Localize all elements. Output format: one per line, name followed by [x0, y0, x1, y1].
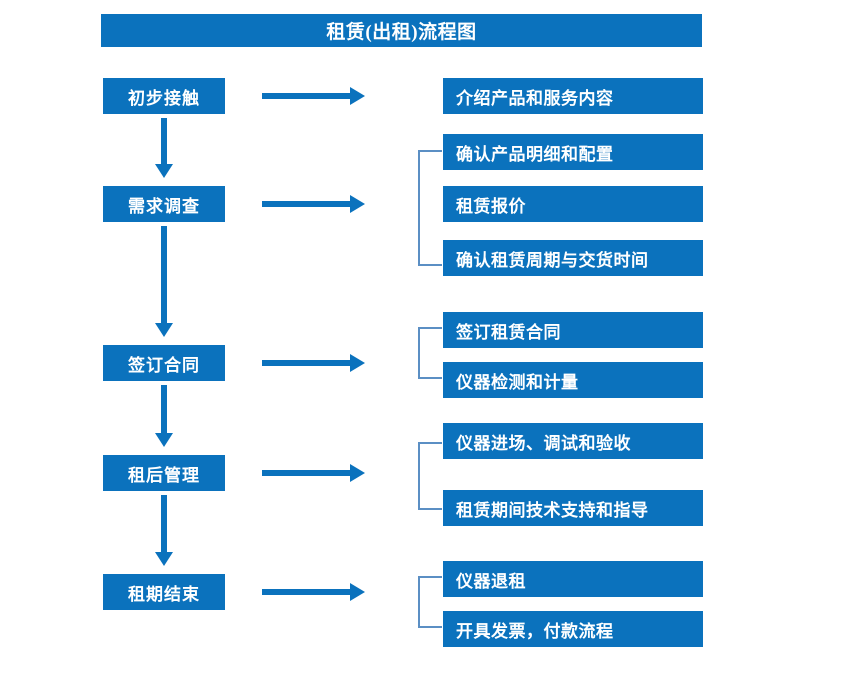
detail-label: 仪器退租 [456, 571, 526, 591]
detail-box-4[interactable]: 确认租赁周期与交货时间 [443, 240, 703, 276]
bracket-group-end [418, 576, 442, 628]
bracket-group-needs [418, 150, 442, 266]
detail-box-10[interactable]: 开具发票，付款流程 [443, 611, 703, 647]
detail-label: 签订租赁合同 [456, 322, 561, 342]
right-arrow-stage-1 [262, 85, 367, 107]
detail-label: 开具发票，付款流程 [456, 621, 614, 641]
down-arrow-4-to-5 [153, 495, 175, 568]
detail-box-7[interactable]: 仪器进场、调试和验收 [443, 423, 703, 459]
stage-box-4[interactable]: 租后管理 [103, 455, 225, 491]
bracket-group-contract [418, 327, 442, 379]
detail-box-2[interactable]: 确认产品明细和配置 [443, 134, 703, 170]
stage-box-5[interactable]: 租期结束 [103, 574, 225, 610]
stage-box-2[interactable]: 需求调查 [103, 186, 225, 222]
stage-label: 租期结束 [128, 584, 200, 604]
bracket-group-management [418, 442, 442, 510]
detail-box-1[interactable]: 介绍产品和服务内容 [443, 78, 703, 114]
detail-label: 介绍产品和服务内容 [456, 88, 614, 108]
down-arrow-2-to-3 [153, 226, 175, 339]
right-arrow-stage-3 [262, 352, 367, 374]
detail-label: 租赁报价 [456, 196, 526, 216]
down-arrow-1-to-2 [153, 118, 175, 180]
detail-box-9[interactable]: 仪器退租 [443, 561, 703, 597]
detail-label: 仪器检测和计量 [456, 372, 579, 392]
stage-box-3[interactable]: 签订合同 [103, 345, 225, 381]
page-title: 租赁(出租)流程图 [101, 14, 702, 47]
right-arrow-stage-4 [262, 462, 367, 484]
detail-label: 租赁期间技术支持和指导 [456, 500, 649, 520]
detail-label: 仪器进场、调试和验收 [456, 433, 631, 453]
detail-box-3[interactable]: 租赁报价 [443, 186, 703, 222]
stage-label: 签订合同 [128, 355, 200, 375]
right-arrow-stage-5 [262, 581, 367, 603]
detail-box-5[interactable]: 签订租赁合同 [443, 312, 703, 348]
detail-label: 确认产品明细和配置 [456, 144, 614, 164]
right-arrow-stage-2 [262, 193, 367, 215]
detail-label: 确认租赁周期与交货时间 [456, 250, 649, 270]
stage-box-1[interactable]: 初步接触 [103, 78, 225, 114]
stage-label: 需求调查 [128, 196, 200, 216]
detail-box-6[interactable]: 仪器检测和计量 [443, 362, 703, 398]
detail-box-8[interactable]: 租赁期间技术支持和指导 [443, 490, 703, 526]
stage-label: 租后管理 [128, 465, 200, 485]
stage-label: 初步接触 [128, 88, 200, 108]
down-arrow-3-to-4 [153, 385, 175, 449]
